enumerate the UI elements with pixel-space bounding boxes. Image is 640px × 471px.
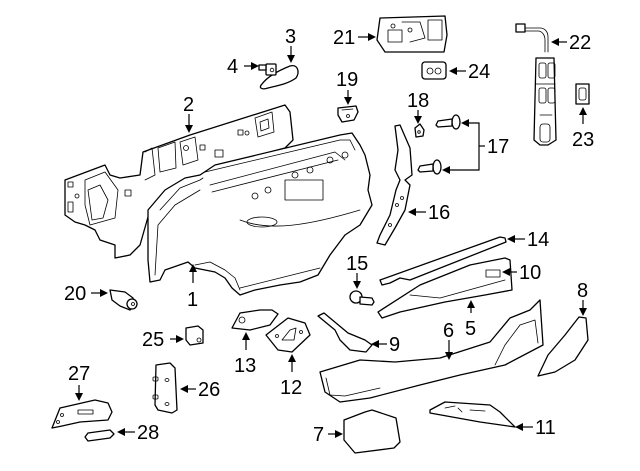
callout-2[interactable]: 2	[183, 94, 194, 116]
part-18-nut[interactable]	[414, 123, 425, 138]
part-15-screw[interactable]	[349, 290, 375, 306]
callout-17[interactable]: 17	[487, 136, 509, 158]
part-28-bulb[interactable]	[84, 429, 115, 442]
part-20-plug[interactable]	[109, 289, 138, 311]
callout-6[interactable]: 6	[443, 320, 454, 342]
part-16-pillar-trim[interactable]	[376, 124, 413, 246]
part-21-switch-bezel[interactable]	[376, 15, 448, 53]
part-14-molding[interactable]	[379, 236, 507, 286]
part-7-cover[interactable]	[343, 409, 401, 454]
callout-5[interactable]: 5	[465, 318, 476, 340]
callout-20[interactable]: 20	[64, 283, 86, 305]
callout-27[interactable]: 27	[68, 363, 90, 385]
callout-1[interactable]: 1	[187, 289, 198, 311]
leader-lines	[75, 33, 587, 438]
part-19-retainer[interactable]	[337, 105, 359, 123]
part-23-switch[interactable]	[575, 83, 590, 105]
callout-16[interactable]: 16	[428, 202, 450, 224]
callout-25[interactable]: 25	[142, 329, 164, 351]
callout-21[interactable]: 21	[333, 27, 355, 49]
part-27-inner-handle[interactable]	[51, 399, 113, 429]
part-4-clip[interactable]	[258, 63, 277, 76]
part-8-end-cap[interactable]	[537, 316, 589, 377]
part-6-lower-trim[interactable]	[319, 299, 544, 403]
part-13-bracket[interactable]	[231, 309, 279, 331]
callout-8[interactable]: 8	[577, 280, 588, 302]
part-26-plate[interactable]	[152, 362, 178, 414]
part-11-plate[interactable]	[429, 401, 516, 428]
callout-9[interactable]: 9	[389, 334, 400, 356]
callout-19[interactable]: 19	[336, 69, 358, 91]
part-3-handle[interactable]	[259, 65, 299, 90]
callout-12[interactable]: 12	[280, 377, 302, 399]
part-22-master-switch[interactable]	[515, 23, 557, 146]
callout-15[interactable]: 15	[346, 253, 368, 275]
callout-13[interactable]: 13	[234, 355, 256, 377]
part-17-screws[interactable]	[417, 114, 461, 175]
callout-labels: 1 2 3 4 5 6 7 8 9 10 11 12 13 14 15 16 1…	[64, 26, 594, 446]
callout-22[interactable]: 22	[569, 32, 591, 54]
callout-28[interactable]: 28	[137, 422, 159, 444]
callout-4[interactable]: 4	[227, 56, 238, 78]
part-24-switch[interactable]	[421, 61, 447, 80]
part-5-armrest[interactable]	[377, 257, 513, 319]
part-12-bracket[interactable]	[265, 317, 311, 353]
callout-10[interactable]: 10	[519, 262, 541, 284]
part-9-pull-handle[interactable]	[317, 312, 373, 353]
callout-26[interactable]: 26	[198, 379, 220, 401]
callout-23[interactable]: 23	[572, 129, 594, 151]
part-25-clip[interactable]	[185, 325, 204, 346]
part-1-door-panel[interactable]	[147, 132, 373, 296]
callout-3[interactable]: 3	[285, 26, 296, 48]
callout-14[interactable]: 14	[527, 229, 549, 251]
callout-24[interactable]: 24	[468, 61, 490, 83]
callout-18[interactable]: 18	[407, 90, 429, 112]
callout-11[interactable]: 11	[535, 417, 556, 439]
callout-7[interactable]: 7	[313, 424, 324, 446]
